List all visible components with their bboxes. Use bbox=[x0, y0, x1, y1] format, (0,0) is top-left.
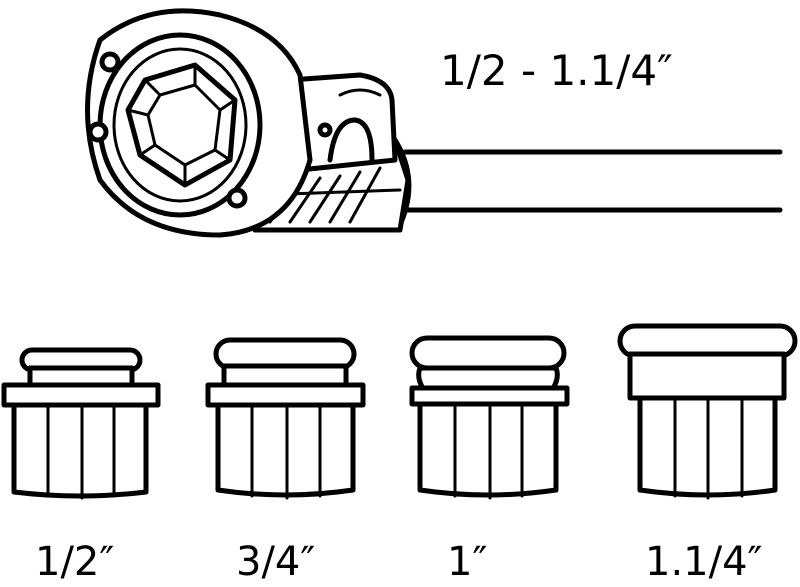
die-label: 1/2″ bbox=[35, 539, 115, 585]
die-1-2 bbox=[1, 347, 161, 500]
die-3-4 bbox=[205, 337, 366, 500]
size-range-label: 1/2 - 1.1/4″ bbox=[440, 46, 673, 95]
pawl-housing bbox=[287, 72, 398, 173]
die-label: 1″ bbox=[447, 539, 488, 585]
ratchet-head bbox=[85, 8, 313, 238]
die-label: 3/4″ bbox=[236, 539, 316, 585]
die-1-1-4 bbox=[617, 323, 798, 500]
die-1 bbox=[409, 335, 570, 500]
die-label: 1.1/4″ bbox=[645, 539, 763, 585]
